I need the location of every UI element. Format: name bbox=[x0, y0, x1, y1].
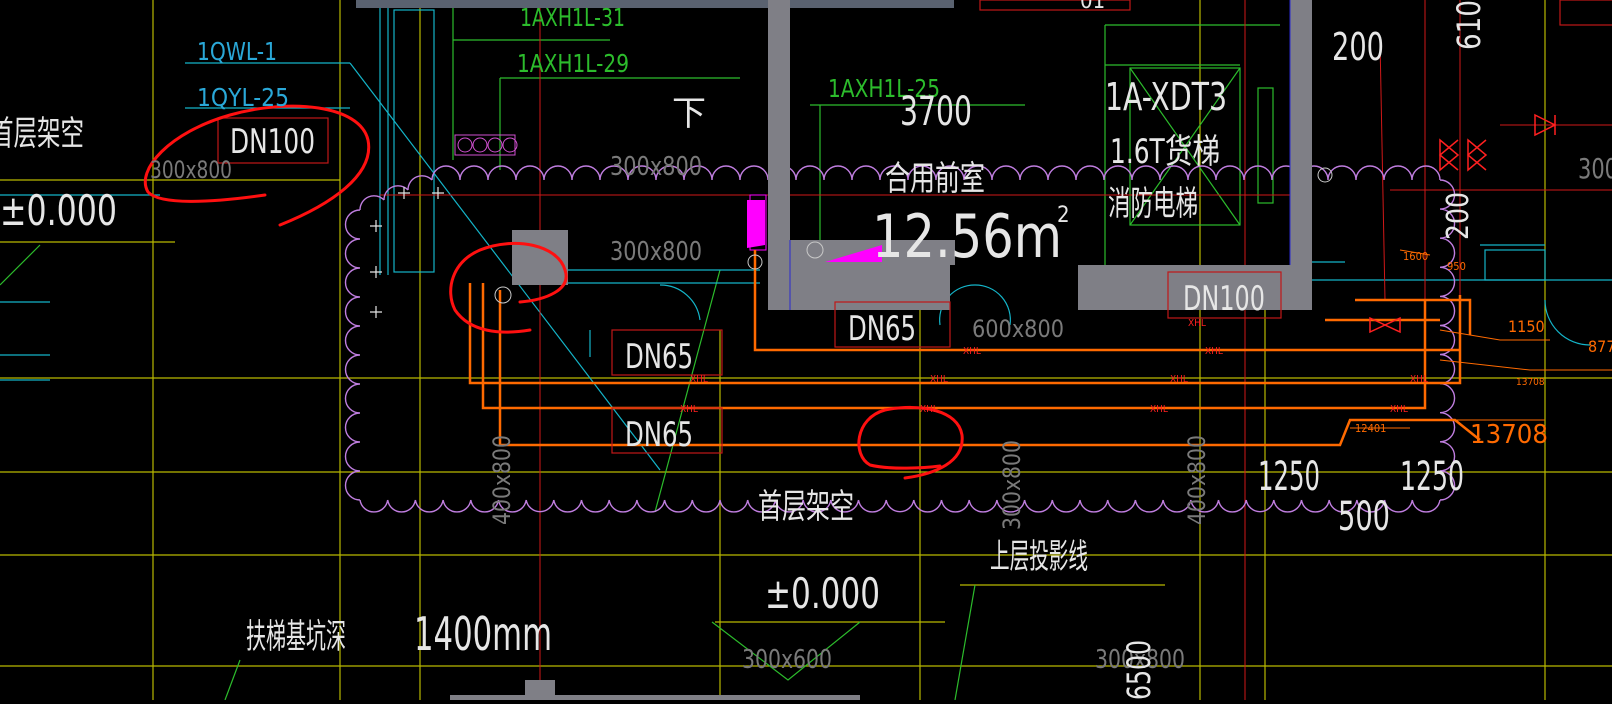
label-1600: 1600 bbox=[1403, 250, 1428, 263]
label-6500: 6500 bbox=[1120, 640, 1158, 700]
label-dn65-a: DN65 bbox=[625, 337, 693, 377]
walls bbox=[356, 0, 1312, 700]
xh-tag-11: XHL bbox=[680, 404, 698, 415]
label-200: 200 bbox=[1332, 25, 1384, 69]
label-500: 500 bbox=[1338, 494, 1390, 540]
xh-tag-2: XHL bbox=[930, 374, 948, 385]
label-duct-a: 300x800 bbox=[610, 152, 702, 182]
valve-symbols bbox=[1369, 113, 1557, 334]
xh-tag-3: XHL bbox=[1170, 374, 1188, 385]
label-duct-b: 300x800 bbox=[610, 237, 702, 267]
equipment-hatch bbox=[454, 134, 1333, 304]
magenta-marks bbox=[747, 200, 882, 262]
label-elevator-id: 1A-XDT3 bbox=[1105, 75, 1227, 119]
label-300-right: 300 bbox=[1578, 152, 1612, 185]
label-duct-300x800-bottom: 300x800 bbox=[1095, 645, 1185, 675]
xh-tag-5: XHL bbox=[963, 346, 981, 357]
xh-tag-1: XHL bbox=[690, 374, 708, 385]
snap-markers bbox=[370, 187, 444, 318]
label-877: 877 bbox=[1588, 337, 1612, 356]
cyan-lines bbox=[0, 0, 1612, 471]
label-13708s: 13708 bbox=[1516, 377, 1545, 388]
red-thin-lines bbox=[380, 0, 1612, 700]
label-1250a: 1250 bbox=[1258, 454, 1320, 500]
label-duct-600x800: 600x800 bbox=[972, 315, 1064, 343]
label-axh29: 1AXH1L-29 bbox=[517, 49, 629, 78]
label-level-left: ±0.000 bbox=[0, 186, 117, 235]
label-pit-depth: 1400mm bbox=[414, 607, 552, 661]
markup-circle-pipe bbox=[857, 406, 964, 480]
label-top-partial: 01 bbox=[1080, 0, 1105, 14]
label-xia: 下 bbox=[672, 94, 706, 134]
label-elevator-cap: 1.6T货梯 bbox=[1110, 132, 1220, 172]
label-dn100-right: DN100 bbox=[1183, 279, 1265, 319]
xh-tag-6: XHL bbox=[1205, 346, 1223, 357]
label-room-name: 合用前室 bbox=[885, 159, 985, 199]
label-dn65-b: DN65 bbox=[625, 415, 693, 455]
xh-tag-9: XHL bbox=[1150, 404, 1168, 415]
label-axh25: 1AXH1L-25 bbox=[828, 74, 940, 103]
label-projection: 上层投影线 bbox=[990, 537, 1088, 577]
label-1250b: 1250 bbox=[1400, 454, 1464, 500]
label-jiakong-bottom: 首层架空 bbox=[758, 487, 854, 527]
label-duct-300x800-v: 300x800 bbox=[998, 440, 1026, 530]
xh-tag-4: XHL bbox=[1410, 374, 1428, 385]
xh-tag-10: XHL bbox=[1390, 404, 1408, 415]
label-jiakong-left: 首层架空 bbox=[0, 114, 84, 154]
label-area-sup: 2 bbox=[1057, 203, 1070, 228]
label-level-center: ±0.000 bbox=[765, 569, 880, 618]
label-dn100-left: DN100 bbox=[230, 122, 315, 162]
label-boxes bbox=[217, 0, 1612, 454]
label-1150: 1150 bbox=[1508, 317, 1545, 336]
fire-pipes bbox=[468, 250, 1481, 447]
label-200b: 200 bbox=[1441, 192, 1476, 240]
xh-tag-8: XHL bbox=[920, 404, 938, 415]
revision-cloud bbox=[344, 165, 1456, 513]
label-duct-400x800-a: 400x800 bbox=[488, 435, 516, 525]
label-610: 610 bbox=[1450, 0, 1488, 50]
label-axh31: 1AXH1L-31 bbox=[520, 3, 625, 32]
label-duct-400x800-b: 400x800 bbox=[1183, 435, 1211, 525]
label-elevator-type: 消防电梯 bbox=[1108, 184, 1198, 224]
label-duct-left: 300x800 bbox=[150, 156, 232, 184]
label-qyl: 1QYL-25 bbox=[197, 83, 289, 112]
label-dn65-c: DN65 bbox=[848, 309, 916, 349]
red-markups[interactable] bbox=[143, 104, 964, 480]
label-escalator-pit: 扶梯基坑深 bbox=[246, 617, 346, 657]
pipe-leaders bbox=[1350, 249, 1612, 429]
label-13708: 13708 bbox=[1470, 420, 1548, 450]
label-room-area: 12.56m bbox=[872, 202, 1062, 272]
magenta-box bbox=[749, 194, 767, 251]
label-duct-300x600: 300x600 bbox=[742, 645, 832, 675]
xh-tag-7: XHL bbox=[1188, 318, 1206, 329]
label-12401: 12401 bbox=[1355, 422, 1386, 435]
label-950: 950 bbox=[1447, 260, 1466, 273]
label-3700: 3700 bbox=[900, 89, 972, 135]
label-qwl: 1QWL-1 bbox=[197, 37, 277, 66]
markup-circle-dn100 bbox=[143, 104, 371, 227]
markup-circle-riser bbox=[449, 242, 568, 334]
